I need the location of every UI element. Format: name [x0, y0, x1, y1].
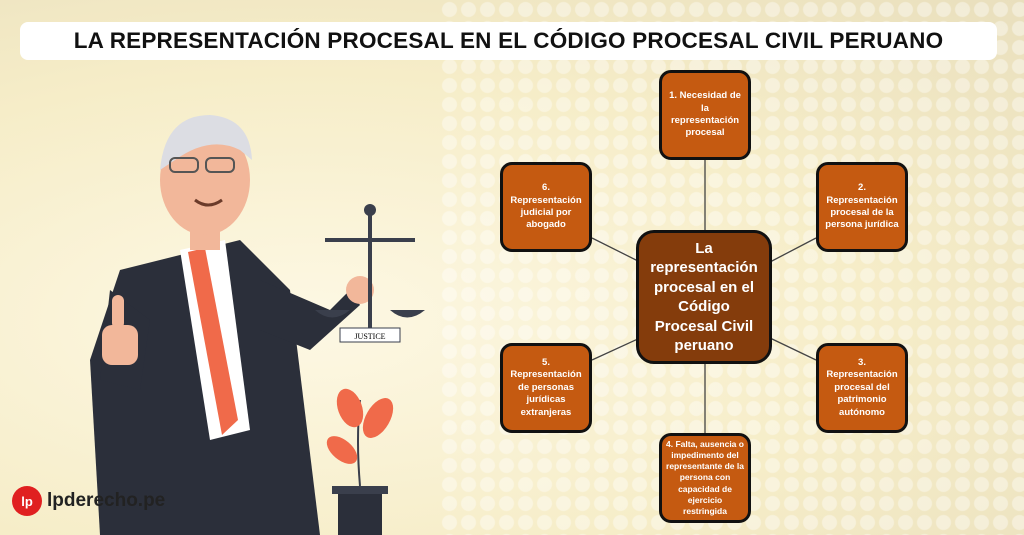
page-title: LA REPRESENTACIÓN PROCESAL EN EL CÓDIGO …	[20, 22, 997, 60]
diagram-node-3: 3. Representación procesal del patrimoni…	[816, 343, 908, 433]
diagram-node-2: 2. Representación procesal de la persona…	[816, 162, 908, 252]
diagram-node-5: 5. Representación de personas jurídicas …	[500, 343, 592, 433]
brand-logo: lp lpderecho.pe	[12, 486, 165, 516]
diagram-node-1: 1. Necesidad de la representación proces…	[659, 70, 751, 160]
svg-text:JUSTICE: JUSTICE	[354, 332, 385, 341]
scale-icon: JUSTICE	[315, 204, 425, 343]
diagram-center-node: La representación procesal en el Código …	[636, 230, 772, 364]
lp-logo-icon: lp	[12, 486, 42, 516]
diagram-node-4: 4. Falta, ausencia o impedimento del rep…	[659, 433, 751, 523]
tie	[188, 248, 238, 435]
diagram-node-6: 6. Representación judicial por abogado	[500, 162, 592, 252]
logo-text: lpderecho.pe	[47, 490, 166, 511]
plant-icon	[326, 388, 394, 535]
lawyer-illustration: JUSTICE	[90, 115, 425, 535]
